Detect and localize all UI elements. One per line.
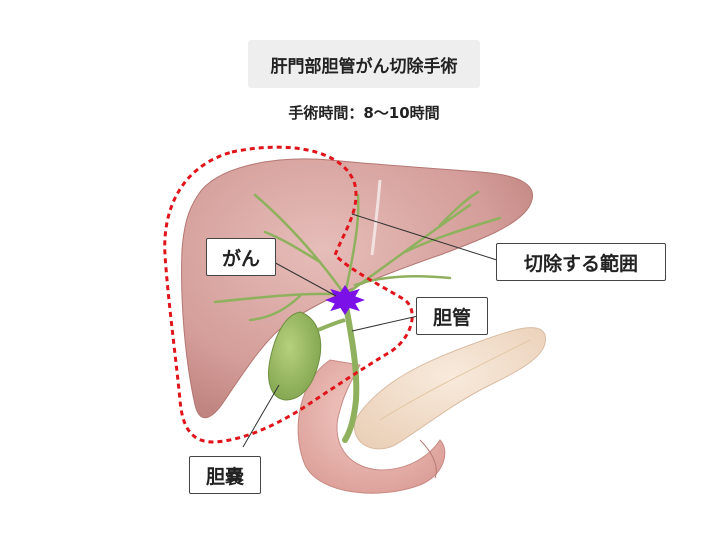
pancreas xyxy=(354,328,545,449)
cancer-label: がん xyxy=(206,238,276,276)
bile-duct-label: 胆管 xyxy=(416,297,488,335)
tumor-icon xyxy=(325,285,365,315)
gallbladder-label: 胆嚢 xyxy=(189,456,261,494)
resection-range-label: 切除する範囲 xyxy=(496,243,666,281)
